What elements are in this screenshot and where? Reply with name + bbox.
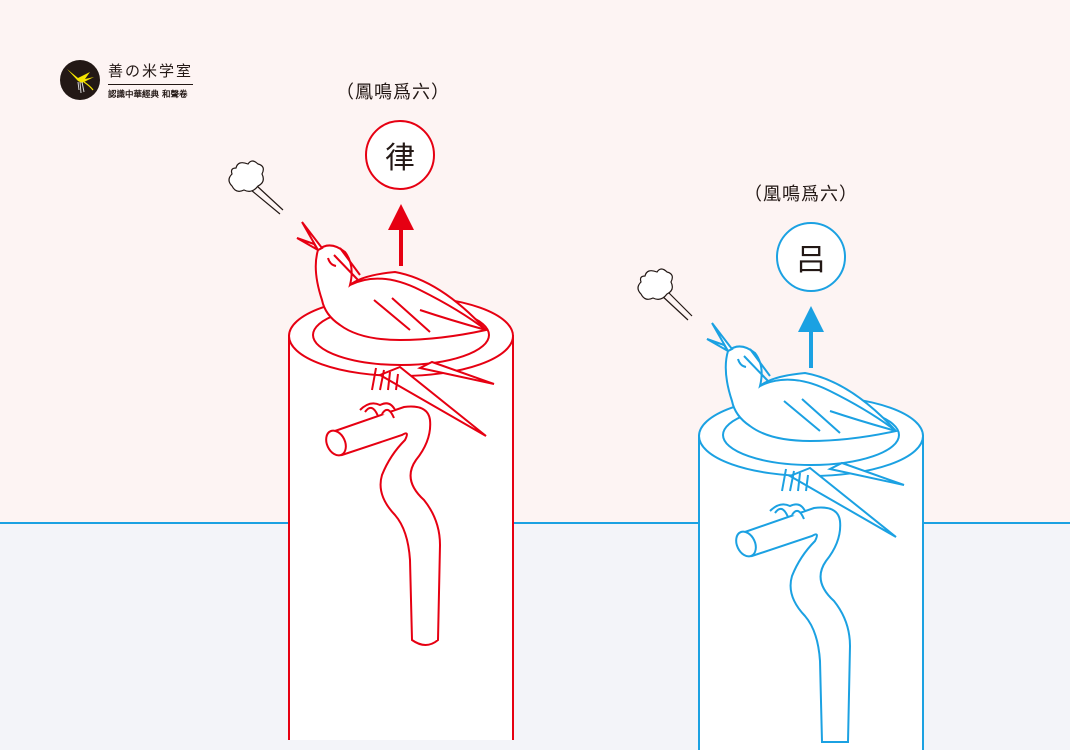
breath-cloud-right bbox=[637, 268, 693, 321]
arrow-up-icon bbox=[388, 204, 414, 266]
logo-title: 善の米学室 bbox=[108, 60, 194, 85]
branch-left bbox=[325, 405, 442, 646]
branch-right bbox=[735, 506, 852, 743]
phoenix-logo-icon bbox=[60, 60, 100, 100]
phoenix-right bbox=[706, 322, 905, 538]
phoenix-left bbox=[296, 221, 495, 437]
breath-cloud-left bbox=[228, 160, 284, 215]
left-caption: （鳳鳴爲六） bbox=[336, 82, 450, 103]
brand-logo: 善の米学室 認識中華經典 和聲卷 bbox=[60, 58, 194, 102]
logo-subtitle: 認識中華經典 和聲卷 bbox=[108, 90, 188, 100]
note-circle-lu: 律 bbox=[365, 120, 435, 190]
right-caption: （凰鳴爲六） bbox=[744, 184, 858, 205]
arrow-up-icon bbox=[798, 306, 824, 368]
note-lu-label: 律 bbox=[385, 141, 415, 176]
note-circle-lv: 吕 bbox=[776, 222, 846, 292]
note-lv-label: 吕 bbox=[796, 243, 826, 278]
